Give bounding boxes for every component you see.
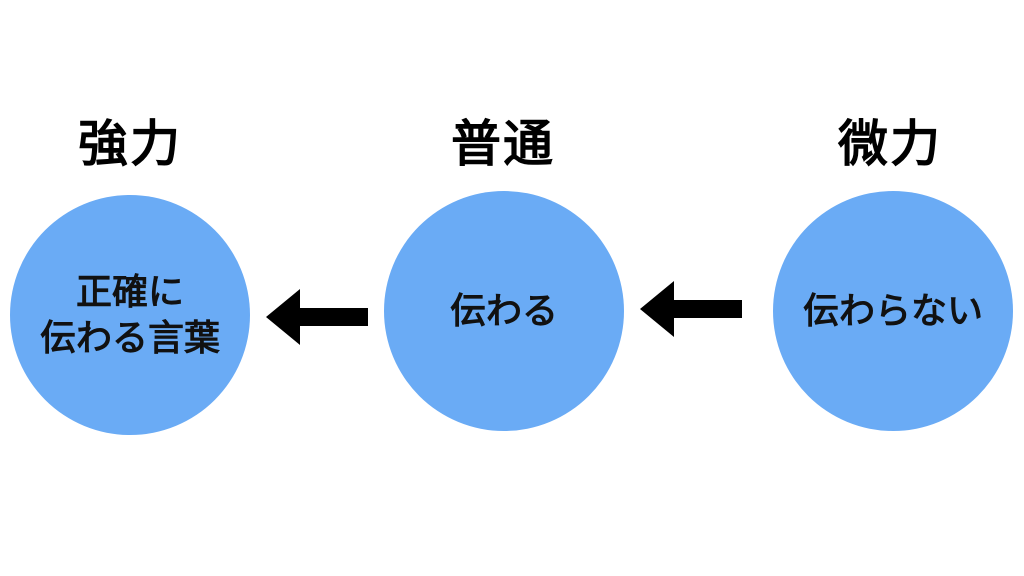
arrow-left-icon xyxy=(640,281,742,337)
node-strong-label: 正確に 伝わる言葉 xyxy=(39,271,220,359)
node-weak: 伝わらない xyxy=(773,191,1013,431)
node-normal: 伝わる xyxy=(384,191,624,431)
node-weak-label: 伝わらない xyxy=(802,290,983,332)
heading-weak: 微力 xyxy=(838,114,942,173)
heading-strong: 強力 xyxy=(78,114,182,173)
node-normal-label: 伝わる xyxy=(449,290,558,332)
node-strong: 正確に 伝わる言葉 xyxy=(10,195,250,435)
arrow-left-icon xyxy=(266,289,368,345)
heading-normal: 普通 xyxy=(451,114,555,173)
